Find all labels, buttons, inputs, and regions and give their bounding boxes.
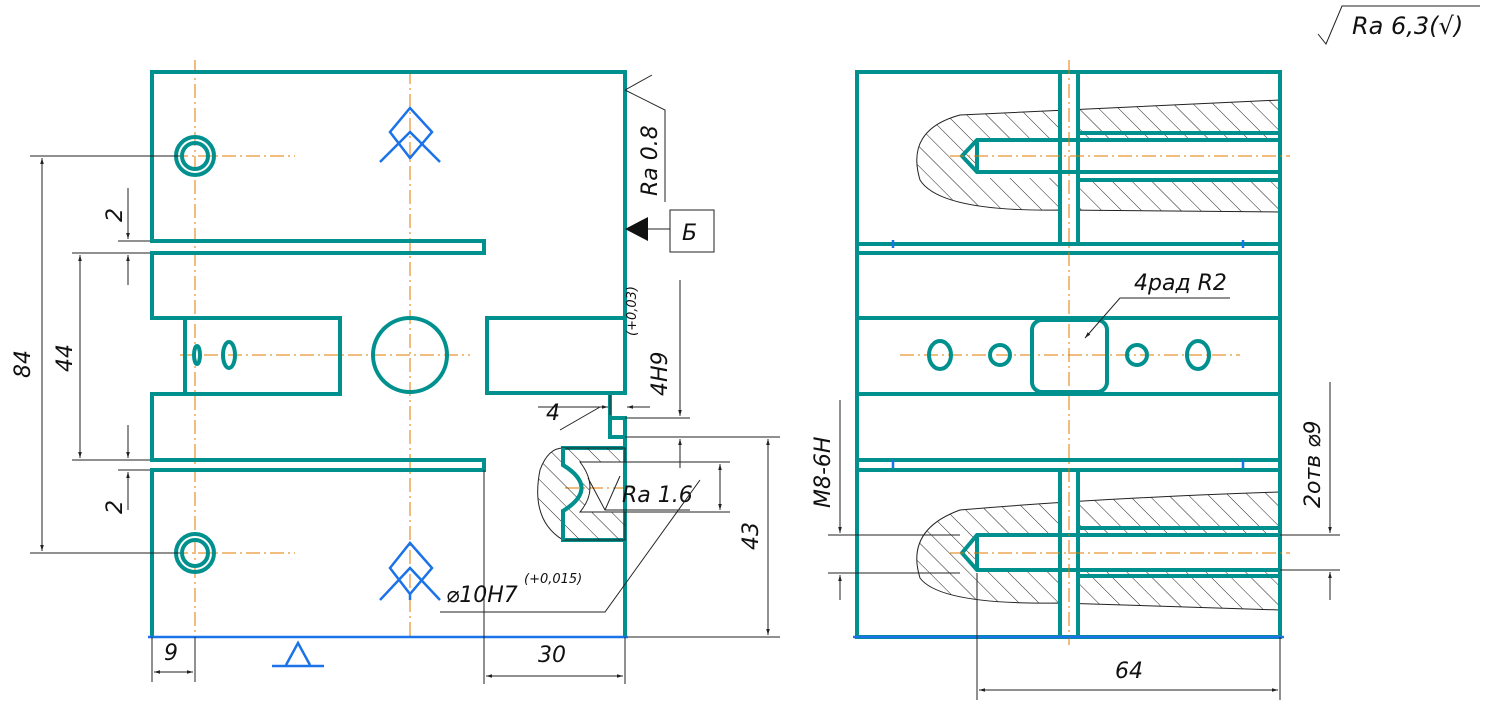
base-support-icon (272, 640, 324, 668)
dim-4h9-text: 4H9 (648, 351, 673, 396)
small-slot-hole-edge (192, 344, 202, 366)
dim-2-top-text: 2 (103, 208, 128, 222)
dim-43-text: 43 (739, 522, 764, 550)
general-roughness-symbol: Ra 6,3(√) (1317, 5, 1480, 45)
radius-text: 4рад R2 (1134, 271, 1227, 296)
datum-box (669, 209, 715, 253)
datum-letter: Б (682, 221, 697, 246)
mid-rounded-pocket (1030, 318, 1109, 394)
bottom-bore-clear (977, 533, 1279, 571)
thread-text: M8-6H (811, 437, 836, 508)
ra16-text: Ra 1.6 (622, 483, 693, 508)
datum-triangle-icon (625, 217, 648, 241)
dim-9-text: 9 (164, 641, 178, 666)
prism-top-icon (379, 106, 441, 163)
groove-edge (561, 448, 584, 540)
top-hole-inner (180, 141, 210, 171)
ra16-leader (587, 475, 690, 511)
center-bore (371, 316, 449, 394)
radius-leader (1084, 297, 1230, 339)
roughness-check-icon (1317, 5, 1480, 45)
general-roughness-text: Ra 6,3(√) (1352, 12, 1463, 40)
bore-tol: (+0,015) (524, 572, 582, 587)
dim-4h9-tol: (+0,03) (625, 286, 640, 336)
bottom-hole-inner (180, 538, 210, 568)
mid-hole-1 (927, 339, 953, 371)
dim-2-bottom-text: 2 (103, 500, 128, 514)
dim-84-text: 84 (11, 350, 36, 378)
bore-text: ⌀10H7 (446, 583, 518, 608)
dim-64-text: 64 (1115, 659, 1143, 684)
ra08-leader (624, 74, 666, 202)
left-body-outline (150, 70, 627, 637)
holes-text: 2отв ⌀9 (1301, 421, 1326, 508)
left-pocket (183, 316, 342, 396)
bore-leader (440, 479, 701, 613)
prism-bottom-icon (379, 541, 441, 601)
mid-hole-2 (988, 343, 1012, 367)
left-view: Ra 0.8 Б Ra 1.6 84 44 2 2 9 (11, 60, 780, 684)
mid-hole-4 (1185, 339, 1211, 371)
small-slot-hole (221, 340, 237, 370)
mid-hole-3 (1125, 343, 1149, 367)
dim-4-text: 4 (546, 401, 560, 426)
ra08-text: Ra 0.8 (638, 125, 663, 196)
dim-30-text: 30 (538, 643, 566, 668)
right-view: 4рад R2 M8-6H 2отв ⌀9 64 (811, 60, 1340, 700)
dim-44-text: 44 (53, 344, 78, 372)
